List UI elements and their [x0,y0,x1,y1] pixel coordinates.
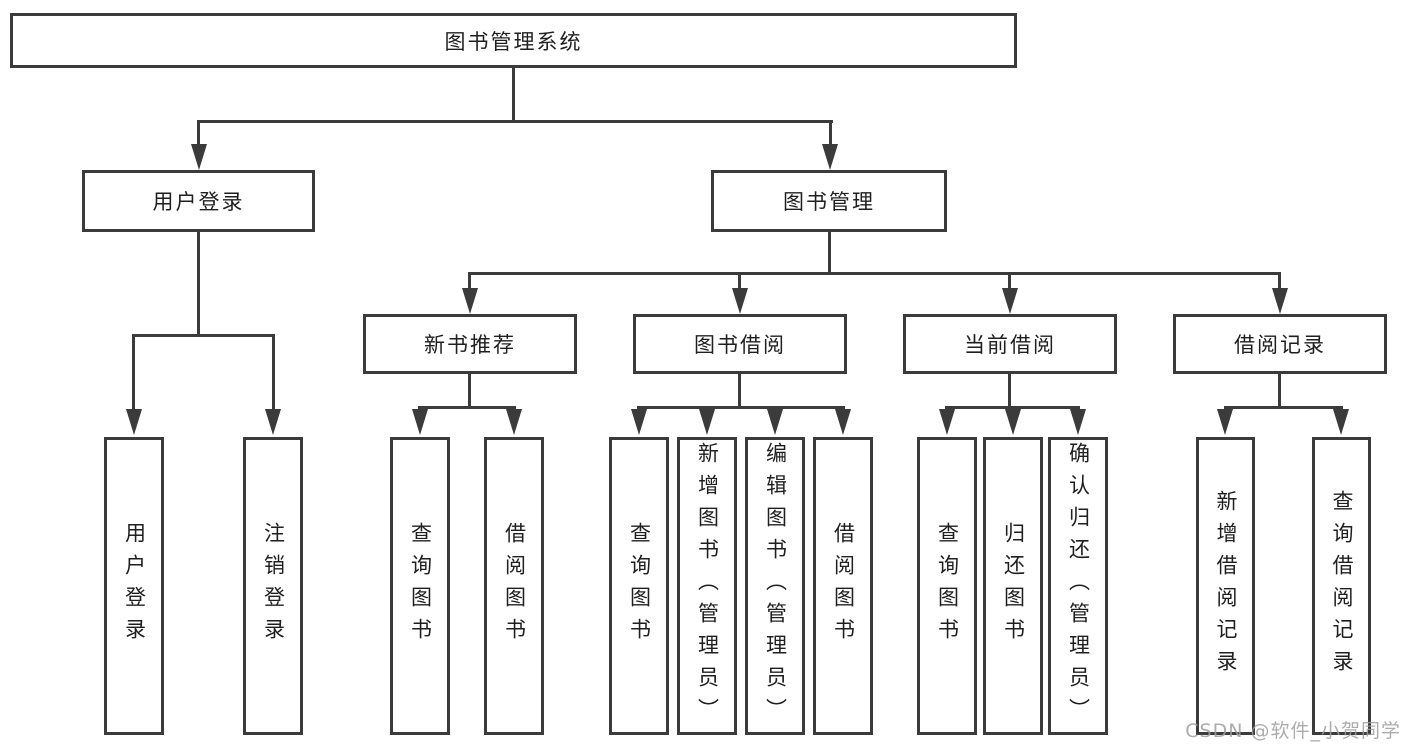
connector-line [197,120,833,123]
connector-line [1224,406,1343,409]
arrow-down-icon [1002,288,1018,314]
arrow-down-icon [631,409,647,435]
node-current-borrowing: 当前借阅 [903,314,1117,374]
connector-line [1008,272,1011,290]
leaf-logout: 注销登录 [243,437,303,735]
node-label: 归还图书 [1001,522,1026,650]
connector-line [132,334,275,337]
arrow-down-icon [1333,409,1349,435]
node-label: 查询图书 [935,522,960,650]
leaf-user-login: 用户登录 [104,437,164,735]
node-label: 当前借阅 [964,333,1056,357]
arrow-down-icon [699,409,715,435]
arrow-down-icon [191,144,207,170]
arrow-down-icon [462,288,478,314]
node-label: 借阅记录 [1234,333,1326,357]
connector-line [272,334,275,412]
arrow-down-icon [939,409,955,435]
node-label: 借阅图书 [502,522,527,650]
connector-line [418,406,516,409]
leaf-query-books-current: 查询图书 [917,437,977,735]
connector-line [738,372,741,409]
leaf-add-borrow-record: 新增借阅记录 [1196,437,1255,735]
connector-line [945,406,1080,409]
arrow-down-icon [265,409,281,435]
connector-line [637,406,845,409]
leaf-borrow-books-borrowing: 借阅图书 [813,437,873,735]
arrow-down-icon [732,288,748,314]
node-label: 用户登录 [152,190,245,214]
arrow-down-icon [1272,288,1288,314]
node-label: 新书推荐 [424,333,516,357]
node-borrowing-records: 借阅记录 [1173,314,1387,374]
leaf-add-books-admin: 新增图书（管理员） [677,437,737,735]
node-label: 图书管理 [783,190,875,214]
connector-line [468,272,1281,275]
connector-line [197,232,200,337]
node-label: 编辑图书（管理员） [763,442,788,730]
node-label: 新增借阅记录 [1214,490,1238,682]
csdn-watermark: CSDN @软件_小贺同学 [1185,720,1401,742]
node-user-login: 用户登录 [82,170,315,232]
leaf-confirm-return-admin: 确认归还（管理员） [1048,437,1108,735]
arrow-down-icon [412,409,428,435]
connector-line [132,334,135,412]
node-label: 借阅图书 [831,522,856,650]
connector-line [828,232,831,274]
node-label: 图书借阅 [694,333,786,357]
node-new-book-recommend: 新书推荐 [363,314,577,374]
node-label: 查询图书 [627,522,652,650]
leaf-query-books-newbooks: 查询图书 [390,437,450,735]
node-label: 查询借阅记录 [1330,490,1354,682]
node-library-management-system: 图书管理系统 [10,13,1017,68]
node-label: 确认归还（管理员） [1066,442,1091,730]
leaf-query-borrow-record: 查询借阅记录 [1312,437,1371,735]
connector-line [468,272,471,290]
leaf-query-books-borrowing: 查询图书 [609,437,669,735]
connector-line [468,372,471,409]
connector-line [1278,272,1281,290]
node-label: 用户登录 [122,522,147,650]
node-label: 图书管理系统 [444,29,583,54]
arrow-down-icon [822,144,838,170]
connector-line [1278,372,1281,409]
arrow-down-icon [1217,409,1233,435]
connector-line [829,120,832,146]
arrow-down-icon [767,409,783,435]
leaf-edit-books-admin: 编辑图书（管理员） [745,437,805,735]
node-label: 查询图书 [408,522,433,650]
connector-line [1008,372,1011,409]
arrow-down-icon [835,409,851,435]
arrow-down-icon [126,409,142,435]
arrow-down-icon [1005,409,1021,435]
arrow-down-icon [1070,409,1086,435]
node-book-borrowing: 图书借阅 [633,314,847,374]
node-book-management: 图书管理 [711,170,947,232]
connector-line [197,120,200,146]
node-label: 注销登录 [261,522,286,650]
connector-line [738,272,741,290]
leaf-return-books: 归还图书 [983,437,1043,735]
node-label: 新增图书（管理员） [695,442,720,730]
connector-line [512,68,515,122]
arrow-down-icon [506,409,522,435]
leaf-borrow-books-newbooks: 借阅图书 [484,437,544,735]
